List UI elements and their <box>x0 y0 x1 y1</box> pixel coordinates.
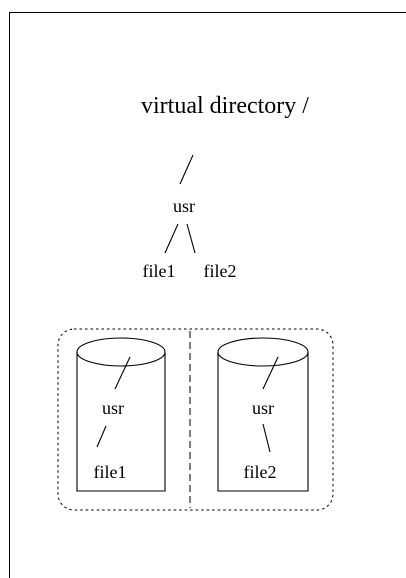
disk-left-body <box>76 352 166 492</box>
disk-right-top <box>217 337 309 367</box>
disk-left-top <box>76 337 166 367</box>
root-to-usr-edge <box>179 154 194 185</box>
virtual-usr-label: usr <box>173 196 195 216</box>
usr-to-file1-edge <box>164 223 179 254</box>
disk-left-file-label: file1 <box>94 462 127 482</box>
virtual-file1-label: file1 <box>143 261 176 281</box>
virtual-file2-label: file2 <box>204 261 237 281</box>
disk-right: usr file2 <box>217 337 309 492</box>
disk-right-root-edge <box>262 356 279 390</box>
disk-right-file-label: file2 <box>244 462 277 482</box>
disk-right-usr-file-edge <box>262 423 271 453</box>
diagram-title: virtual directory / <box>141 93 309 119</box>
disk-right-usr-label: usr <box>252 398 274 418</box>
storage-group-boundary <box>57 328 334 511</box>
disk-right-body <box>217 352 309 492</box>
disk-left-usr-file-edge <box>96 425 107 448</box>
disk-left-usr-label: usr <box>102 398 124 418</box>
disk-left-root-edge <box>114 356 131 390</box>
usr-to-file2-edge <box>186 223 196 254</box>
disk-left: usr file1 <box>76 337 166 492</box>
